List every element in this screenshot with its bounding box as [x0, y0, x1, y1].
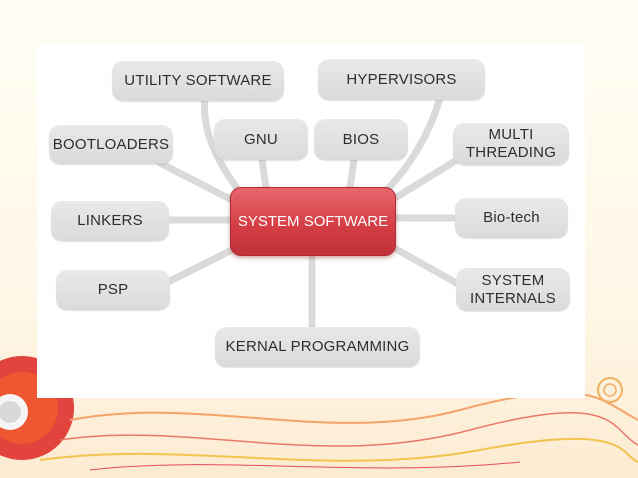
node-linkers: LINKERS	[51, 201, 169, 241]
node-label-line1: MULTI	[488, 126, 534, 143]
node-system-software-center: SYSTEM SOFTWARE	[230, 187, 396, 256]
node-label: Bio-tech	[483, 209, 540, 226]
connector-multi	[391, 154, 464, 202]
node-label: HYPERVISORS	[346, 70, 457, 88]
node-bios: BIOS	[314, 119, 408, 160]
node-label: LINKERS	[77, 212, 143, 229]
node-label: BIOS	[342, 130, 380, 148]
node-label-line1: SYSTEM	[481, 271, 545, 289]
node-label: UTILITY SOFTWARE	[124, 72, 272, 89]
connector-bootloaders	[156, 159, 236, 204]
connector-system-internals	[390, 244, 464, 289]
center-label: SYSTEM SOFTWARE	[237, 213, 389, 230]
connector-psp	[164, 244, 240, 286]
connector-hypervisors	[381, 94, 444, 196]
node-psp: PSP	[56, 270, 170, 310]
connector-utility	[200, 94, 244, 196]
node-label: GNU	[244, 130, 278, 148]
node-bootloaders: BOOTLOADERS	[49, 125, 173, 164]
connector-bios	[346, 156, 358, 192]
node-hypervisors: HYPERVISORS	[318, 59, 485, 100]
node-label: PSP	[97, 281, 129, 298]
connector-gnu	[258, 156, 270, 192]
node-utility-software: UTILITY SOFTWARE	[112, 61, 284, 101]
node-system-internals: SYSTEM INTERNALS	[456, 268, 570, 311]
node-multi-threading: MULTI THREADING	[453, 123, 569, 165]
node-label: KERNAL PROGRAMMING	[225, 338, 410, 355]
node-label-line2: INTERNALS	[470, 289, 556, 307]
node-bio-tech: Bio-tech	[455, 198, 568, 238]
node-label-line2: THREADING	[465, 144, 557, 161]
node-label: BOOTLOADERS	[52, 135, 170, 153]
node-kernal-programming: KERNAL PROGRAMMING	[215, 327, 420, 367]
node-gnu: GNU	[214, 119, 308, 160]
